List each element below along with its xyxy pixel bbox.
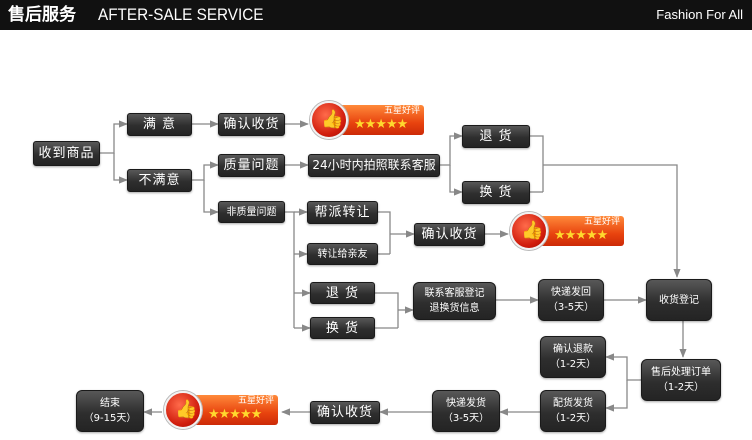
node-quality-issue: 质量问题 xyxy=(218,154,285,177)
node-received-label: 收到商品 xyxy=(38,146,95,161)
five-star-badge-3: 五星好评 ★★★★★ 👍 xyxy=(164,391,280,429)
node-quality-issue-label: 质量问题 xyxy=(223,158,280,173)
node-exchange-1: 换 货 xyxy=(462,181,530,204)
node-return-1-label: 退 货 xyxy=(479,129,513,144)
node-confirm-receipt-2: 确认收货 xyxy=(414,223,485,246)
node-contact-register: 联系客服登记 退换货信息 xyxy=(413,282,496,320)
node-exchange-2: 换 货 xyxy=(310,317,375,339)
page-title-english: AFTER-SALE SERVICE xyxy=(98,5,264,24)
node-contact-register-line-1: 联系客服登记 xyxy=(424,288,485,299)
node-exchange-1-label: 换 货 xyxy=(479,185,513,200)
five-stars-icon: ★★★★★ xyxy=(354,117,408,132)
node-non-quality-label: 非质量问题 xyxy=(226,206,277,218)
node-express-ship-line-2: （3-5天） xyxy=(442,413,490,424)
node-express-back-line-1: 快递发回 xyxy=(551,287,591,298)
node-return-2: 退 货 xyxy=(310,282,375,304)
thumbs-up-icon: 👍 xyxy=(175,399,198,420)
node-receive-register: 收货登记 xyxy=(646,279,712,321)
node-transfer-friend-label: 转让给亲友 xyxy=(317,248,368,260)
node-confirm-receipt-2-label: 确认收货 xyxy=(421,227,478,242)
node-ship-goods: 配货发货 （1-2天） xyxy=(540,390,606,432)
node-exchange-2-label: 换 货 xyxy=(325,320,360,336)
node-confirm-refund-line-2: （1-2天） xyxy=(549,359,597,370)
thumbs-up-icon: 👍 xyxy=(321,109,344,130)
node-satisfied-label: 满 意 xyxy=(142,117,177,132)
node-non-quality: 非质量问题 xyxy=(218,201,285,223)
node-return-1: 退 货 xyxy=(462,125,530,148)
node-photo-contact-label: 24小时内拍照联系客服 xyxy=(312,158,436,172)
node-end: 结束 （9-15天） xyxy=(76,390,144,432)
node-contact-register-line-2: 退换货信息 xyxy=(429,303,480,314)
node-ship-goods-line-2: （1-2天） xyxy=(549,413,597,424)
node-confirm-refund-line-1: 确认退款 xyxy=(553,344,593,355)
header-bar: 售后服务 AFTER-SALE SERVICE Fashion For All xyxy=(0,0,752,30)
node-after-sale-order: 售后处理订单 （1-2天） xyxy=(641,359,721,401)
node-transfer-friend: 转让给亲友 xyxy=(307,243,378,265)
five-stars-icon: ★★★★★ xyxy=(554,228,608,243)
node-return-2-label: 退 货 xyxy=(325,285,360,301)
thumbs-up-icon: 👍 xyxy=(521,220,544,241)
node-confirm-receipt-1-label: 确认收货 xyxy=(223,117,280,132)
node-confirm-receipt-3: 确认收货 xyxy=(310,401,380,424)
node-end-line-2: （9-15天） xyxy=(83,413,137,424)
node-after-sale-order-line-1: 售后处理订单 xyxy=(651,367,711,378)
five-star-badge-1: 五星好评 ★★★★★ 👍 xyxy=(310,101,426,139)
node-satisfied: 满 意 xyxy=(127,113,192,136)
node-confirm-receipt-1: 确认收货 xyxy=(218,113,285,136)
node-express-back-line-2: （3-5天） xyxy=(547,302,595,313)
badge-disc: 👍 xyxy=(164,391,202,429)
node-express-back: 快递发回 （3-5天） xyxy=(538,279,604,321)
node-received: 收到商品 xyxy=(33,141,100,166)
node-end-line-1: 结束 xyxy=(100,398,120,409)
badge-disc: 👍 xyxy=(310,101,348,139)
node-photo-contact: 24小时内拍照联系客服 xyxy=(308,154,440,177)
badge-label: 五星好评 xyxy=(384,106,421,116)
five-stars-icon: ★★★★★ xyxy=(208,407,262,422)
node-help-transfer-label: 帮派转让 xyxy=(314,205,371,220)
node-express-ship-line-1: 快递发货 xyxy=(446,398,486,409)
page-title: 售后服务 xyxy=(8,5,76,25)
node-unsatisfied-label: 不满意 xyxy=(138,173,181,188)
node-receive-register-label: 收货登记 xyxy=(659,294,699,306)
node-unsatisfied: 不满意 xyxy=(127,169,192,192)
badge-label: 五星好评 xyxy=(584,217,621,227)
node-confirm-receipt-3-label: 确认收货 xyxy=(316,405,373,420)
badge-disc: 👍 xyxy=(510,212,548,250)
badge-ribbon: 五星好评 ★★★★★ xyxy=(536,216,624,246)
node-ship-goods-line-1: 配货发货 xyxy=(553,398,593,409)
node-after-sale-order-line-2: （1-2天） xyxy=(657,382,705,393)
node-confirm-refund: 确认退款 （1-2天） xyxy=(540,336,606,378)
node-express-ship: 快递发货 （3-5天） xyxy=(432,390,500,432)
tagline: Fashion For All xyxy=(656,7,743,22)
badge-ribbon: 五星好评 ★★★★★ xyxy=(190,395,278,425)
badge-ribbon: 五星好评 ★★★★★ xyxy=(336,105,424,135)
five-star-badge-2: 五星好评 ★★★★★ 👍 xyxy=(510,212,626,250)
badge-label: 五星好评 xyxy=(238,396,275,406)
node-help-transfer: 帮派转让 xyxy=(307,201,378,224)
